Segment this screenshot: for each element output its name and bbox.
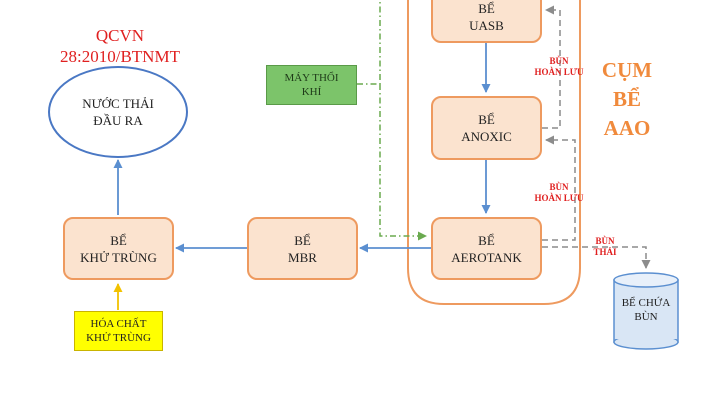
air-blower: MÁY THỔI KHÍ bbox=[266, 65, 357, 105]
recycle-sludge-label-1: BÙN HOÀN LƯU bbox=[534, 56, 584, 77]
waste-sludge-label: BÙN THẢI bbox=[593, 236, 617, 257]
uasb-tank: BỂ UASB bbox=[431, 0, 542, 43]
recycle-line-anoxic-uasb bbox=[542, 5, 561, 129]
aao-group-label: CỤM BỂ AAO bbox=[601, 58, 653, 140]
recycle-sludge-label-2: BÙN HOÀN LƯU bbox=[534, 182, 584, 203]
outlet-node: NƯỚC THẢI ĐẦU RA bbox=[82, 96, 154, 128]
recycle-line-aerotank-anoxic bbox=[542, 135, 576, 241]
aao-group-frame bbox=[407, 0, 581, 305]
mbr-tank: BỂ MBR bbox=[247, 217, 358, 280]
outlet-ellipse bbox=[48, 66, 188, 158]
disinfection-tank: BỂ KHỬ TRÙNG bbox=[63, 217, 174, 280]
aerotank-tank: BỂ AEROTANK bbox=[431, 217, 542, 280]
sludge-tank-shape bbox=[613, 272, 679, 350]
air-line-blower bbox=[357, 0, 426, 236]
waste-sludge-line bbox=[542, 246, 651, 269]
sludge-storage-tank: BỂ CHỨA BÙN bbox=[621, 297, 671, 323]
anoxic-tank: BỂ ANOXIC bbox=[431, 96, 542, 160]
standard-label: QCVN 28:2010/BTNMT bbox=[60, 26, 180, 66]
disinfection-chemical: HÓA CHẤT KHỬ TRÙNG bbox=[74, 311, 163, 351]
